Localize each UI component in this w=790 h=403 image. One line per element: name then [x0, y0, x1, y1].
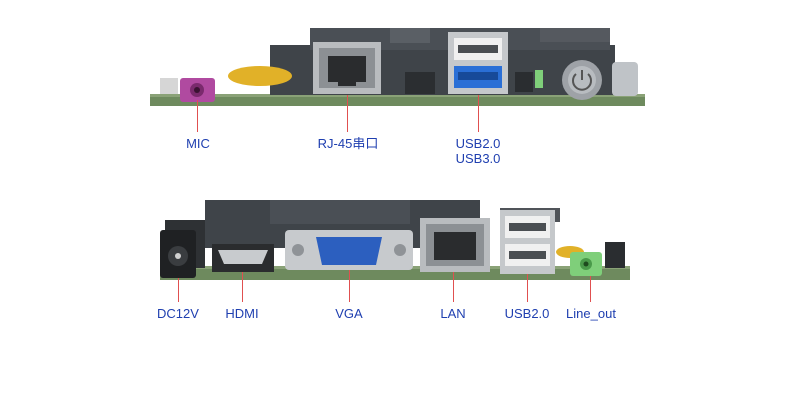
mic-label: MIC	[186, 136, 210, 151]
hdmi-port-icon	[212, 244, 274, 272]
vga-label: VGA	[335, 306, 363, 321]
usb3-label: USB3.0	[455, 151, 501, 166]
hdmi-label: HDMI	[225, 306, 259, 321]
usb2-bottom-label: USB2.0	[504, 306, 550, 321]
mic-jack-icon	[180, 78, 215, 102]
lan-leader	[453, 272, 454, 302]
lan-label: LAN	[440, 306, 466, 321]
dc-jack-icon	[160, 230, 196, 278]
usb-stack-icon	[448, 32, 508, 94]
usb2-label: USB2.0	[455, 136, 501, 151]
lan-port-icon	[420, 218, 490, 272]
rj45-port-icon	[313, 42, 381, 94]
lineout-jack-icon	[570, 252, 602, 276]
usb-leader	[478, 95, 479, 132]
lineout-leader	[590, 276, 591, 302]
dc-label: DC12V	[157, 306, 199, 321]
hdmi-leader	[242, 272, 243, 302]
usb2-stack-icon	[500, 210, 555, 274]
vga-leader	[349, 270, 350, 302]
lineout-label: Line_out	[566, 306, 616, 321]
usb2-leader	[527, 274, 528, 302]
mic-leader	[197, 100, 198, 132]
led-icon	[535, 70, 543, 88]
power-button-icon	[562, 60, 602, 100]
rj45-leader	[347, 95, 348, 132]
rj45-label: RJ-45串口	[317, 136, 379, 151]
vga-port-icon	[285, 230, 413, 270]
dc-leader	[178, 278, 179, 302]
